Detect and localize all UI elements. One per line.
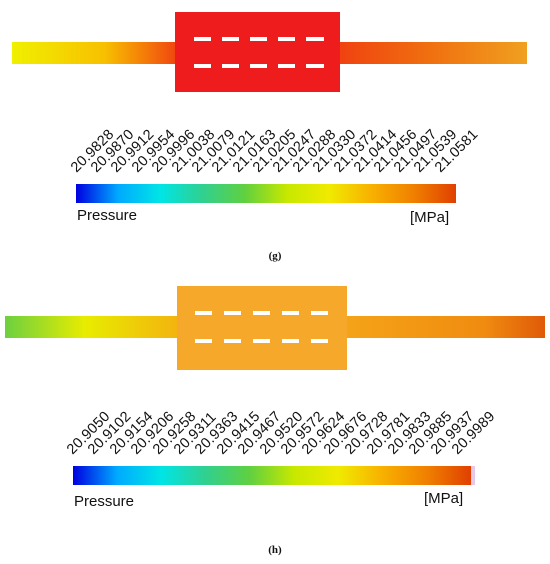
colorbar-title-h: Pressure	[74, 493, 135, 510]
chamber-g	[175, 12, 340, 92]
colorbar-title-g: Pressure	[77, 207, 138, 224]
colorbar-g	[76, 184, 456, 203]
outlet-pipe-h	[340, 316, 545, 338]
inlet-pipe-g	[12, 42, 180, 64]
dashed-channels-g	[194, 37, 324, 68]
colorbar-h	[73, 466, 471, 485]
caption-h: (h)	[268, 544, 282, 556]
dashed-channels-h	[195, 311, 328, 343]
inlet-pipe-h	[5, 316, 183, 338]
caption-g: (g)	[268, 250, 282, 262]
colorbar-unit-g: [MPa]	[410, 209, 450, 226]
pressure-field-h	[5, 286, 545, 370]
outlet-pipe-g	[335, 42, 527, 64]
chamber-h	[177, 286, 347, 370]
pressure-field-g	[12, 12, 527, 92]
colorbar-unit-h: [MPa]	[424, 490, 464, 507]
